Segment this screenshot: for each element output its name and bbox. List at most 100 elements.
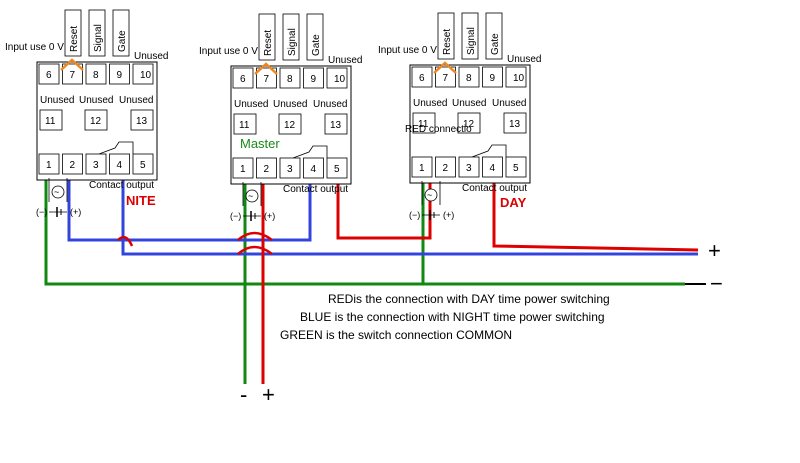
top-unused-label: Unused <box>134 51 168 62</box>
nite-crossover-arc <box>117 235 134 247</box>
top-box-reset <box>258 13 276 61</box>
terminal-label-1: 1 <box>240 164 246 175</box>
terminal-3 <box>85 153 107 175</box>
terminal-5 <box>505 156 527 178</box>
mid-unused-label: Unused <box>79 95 113 106</box>
ac-source-icon <box>245 189 259 203</box>
terminal-label-13: 13 <box>136 116 148 127</box>
output-plus-bottom: + <box>262 382 275 407</box>
reset-jumper <box>433 61 457 74</box>
terminal-label-7: 7 <box>264 74 270 85</box>
terminal-label-2: 2 <box>264 164 270 175</box>
output-plus-right: + <box>708 238 721 263</box>
terminal-label-2: 2 <box>70 160 76 171</box>
terminal-label-6: 6 <box>419 73 425 84</box>
supply-symbol: ~(−)(+) <box>409 181 454 220</box>
contact-output-label: Contact output <box>462 183 527 194</box>
top-unused-label: Unused <box>507 54 541 65</box>
top-unused-label: Unused <box>328 55 362 66</box>
output-minus-bottom: - <box>240 382 247 407</box>
blue-wire-nite-bus <box>121 170 698 256</box>
top-box-gate <box>485 12 503 60</box>
terminal-3 <box>279 157 301 179</box>
terminal-8 <box>279 67 301 89</box>
contact-output-label: Contact output <box>89 180 154 191</box>
terminal-7 <box>256 67 277 89</box>
terminal-12 <box>278 113 302 135</box>
top-box-gate <box>112 9 130 57</box>
top-box-signal <box>282 13 300 61</box>
reset-jumper <box>60 58 84 71</box>
top-box-label-signal: Signal <box>93 24 104 52</box>
terminal-4 <box>303 157 324 179</box>
ac-symbol: ~ <box>427 190 432 200</box>
terminal-9 <box>303 67 324 89</box>
supply-minus-label: (−) <box>409 210 420 220</box>
terminal-1 <box>38 153 60 175</box>
terminal-label-10: 10 <box>513 73 525 84</box>
contact-symbol <box>292 145 328 159</box>
terminal-label-10: 10 <box>334 74 346 85</box>
top-box-reset <box>437 12 455 60</box>
terminal-label-13: 13 <box>330 120 342 131</box>
terminal-label-11: 11 <box>45 116 56 127</box>
terminal-label-2: 2 <box>443 163 449 174</box>
terminal-4 <box>109 153 130 175</box>
terminal-label-1: 1 <box>46 160 52 171</box>
red-wire-master-out <box>336 164 432 240</box>
terminal-12 <box>457 112 481 134</box>
terminal-label-1: 1 <box>419 163 425 174</box>
terminal-6 <box>232 67 254 89</box>
supply-plus-label: (+) <box>264 211 275 221</box>
ac-symbol: ~ <box>54 187 59 197</box>
top-box-reset <box>64 9 82 57</box>
terminal-12 <box>84 109 108 131</box>
mid-unused-label: Unused <box>413 98 447 109</box>
terminal-10 <box>326 67 348 89</box>
nite-tag: NITE <box>126 193 156 208</box>
supply-symbol: ~(−)(+) <box>36 178 81 217</box>
mid-unused-label: Unused <box>119 95 153 106</box>
legend-green: GREEN is the switch connection COMMON <box>280 328 512 342</box>
terminal-label-13: 13 <box>509 119 521 130</box>
day-overlay-text: RED connectio <box>405 124 472 135</box>
terminal-label-9: 9 <box>490 73 496 84</box>
terminal-label-11: 11 <box>239 120 250 131</box>
terminal-11 <box>412 112 436 134</box>
legend-blue: BLUE is the connection with NIGHT time p… <box>300 310 605 324</box>
ac-symbol: ~ <box>248 191 253 201</box>
blue-wire-nite-loop <box>67 168 312 242</box>
terminal-label-11: 11 <box>418 119 429 130</box>
terminal-11 <box>233 113 257 135</box>
terminal-2 <box>435 156 456 178</box>
terminal-5 <box>132 153 154 175</box>
supply-minus-label: (−) <box>36 207 47 217</box>
terminal-label-3: 3 <box>93 160 99 171</box>
terminal-label-8: 8 <box>287 74 293 85</box>
top-box-label-reset: Reset <box>263 30 274 56</box>
terminal-label-7: 7 <box>70 70 76 81</box>
input-use-label: Input use 0 V <box>5 42 64 53</box>
terminal-3 <box>458 156 480 178</box>
terminal-7 <box>62 63 83 85</box>
top-box-label-gate: Gate <box>311 34 322 56</box>
terminal-10 <box>505 66 527 88</box>
terminal-label-12: 12 <box>463 119 475 130</box>
terminal-label-8: 8 <box>466 73 472 84</box>
terminal-label-5: 5 <box>513 163 519 174</box>
terminal-9 <box>109 63 130 85</box>
terminal-label-7: 7 <box>443 73 449 84</box>
top-box-label-gate: Gate <box>117 30 128 52</box>
terminal-label-3: 3 <box>466 163 472 174</box>
ac-source-icon <box>424 188 438 202</box>
mid-unused-label: Unused <box>313 99 347 110</box>
terminal-7 <box>435 66 456 88</box>
terminal-label-4: 4 <box>490 163 496 174</box>
top-box-label-signal: Signal <box>466 27 477 55</box>
top-box-label-signal: Signal <box>287 28 298 56</box>
mid-unused-label: Unused <box>452 98 486 109</box>
output-minus-right: − <box>710 271 723 296</box>
